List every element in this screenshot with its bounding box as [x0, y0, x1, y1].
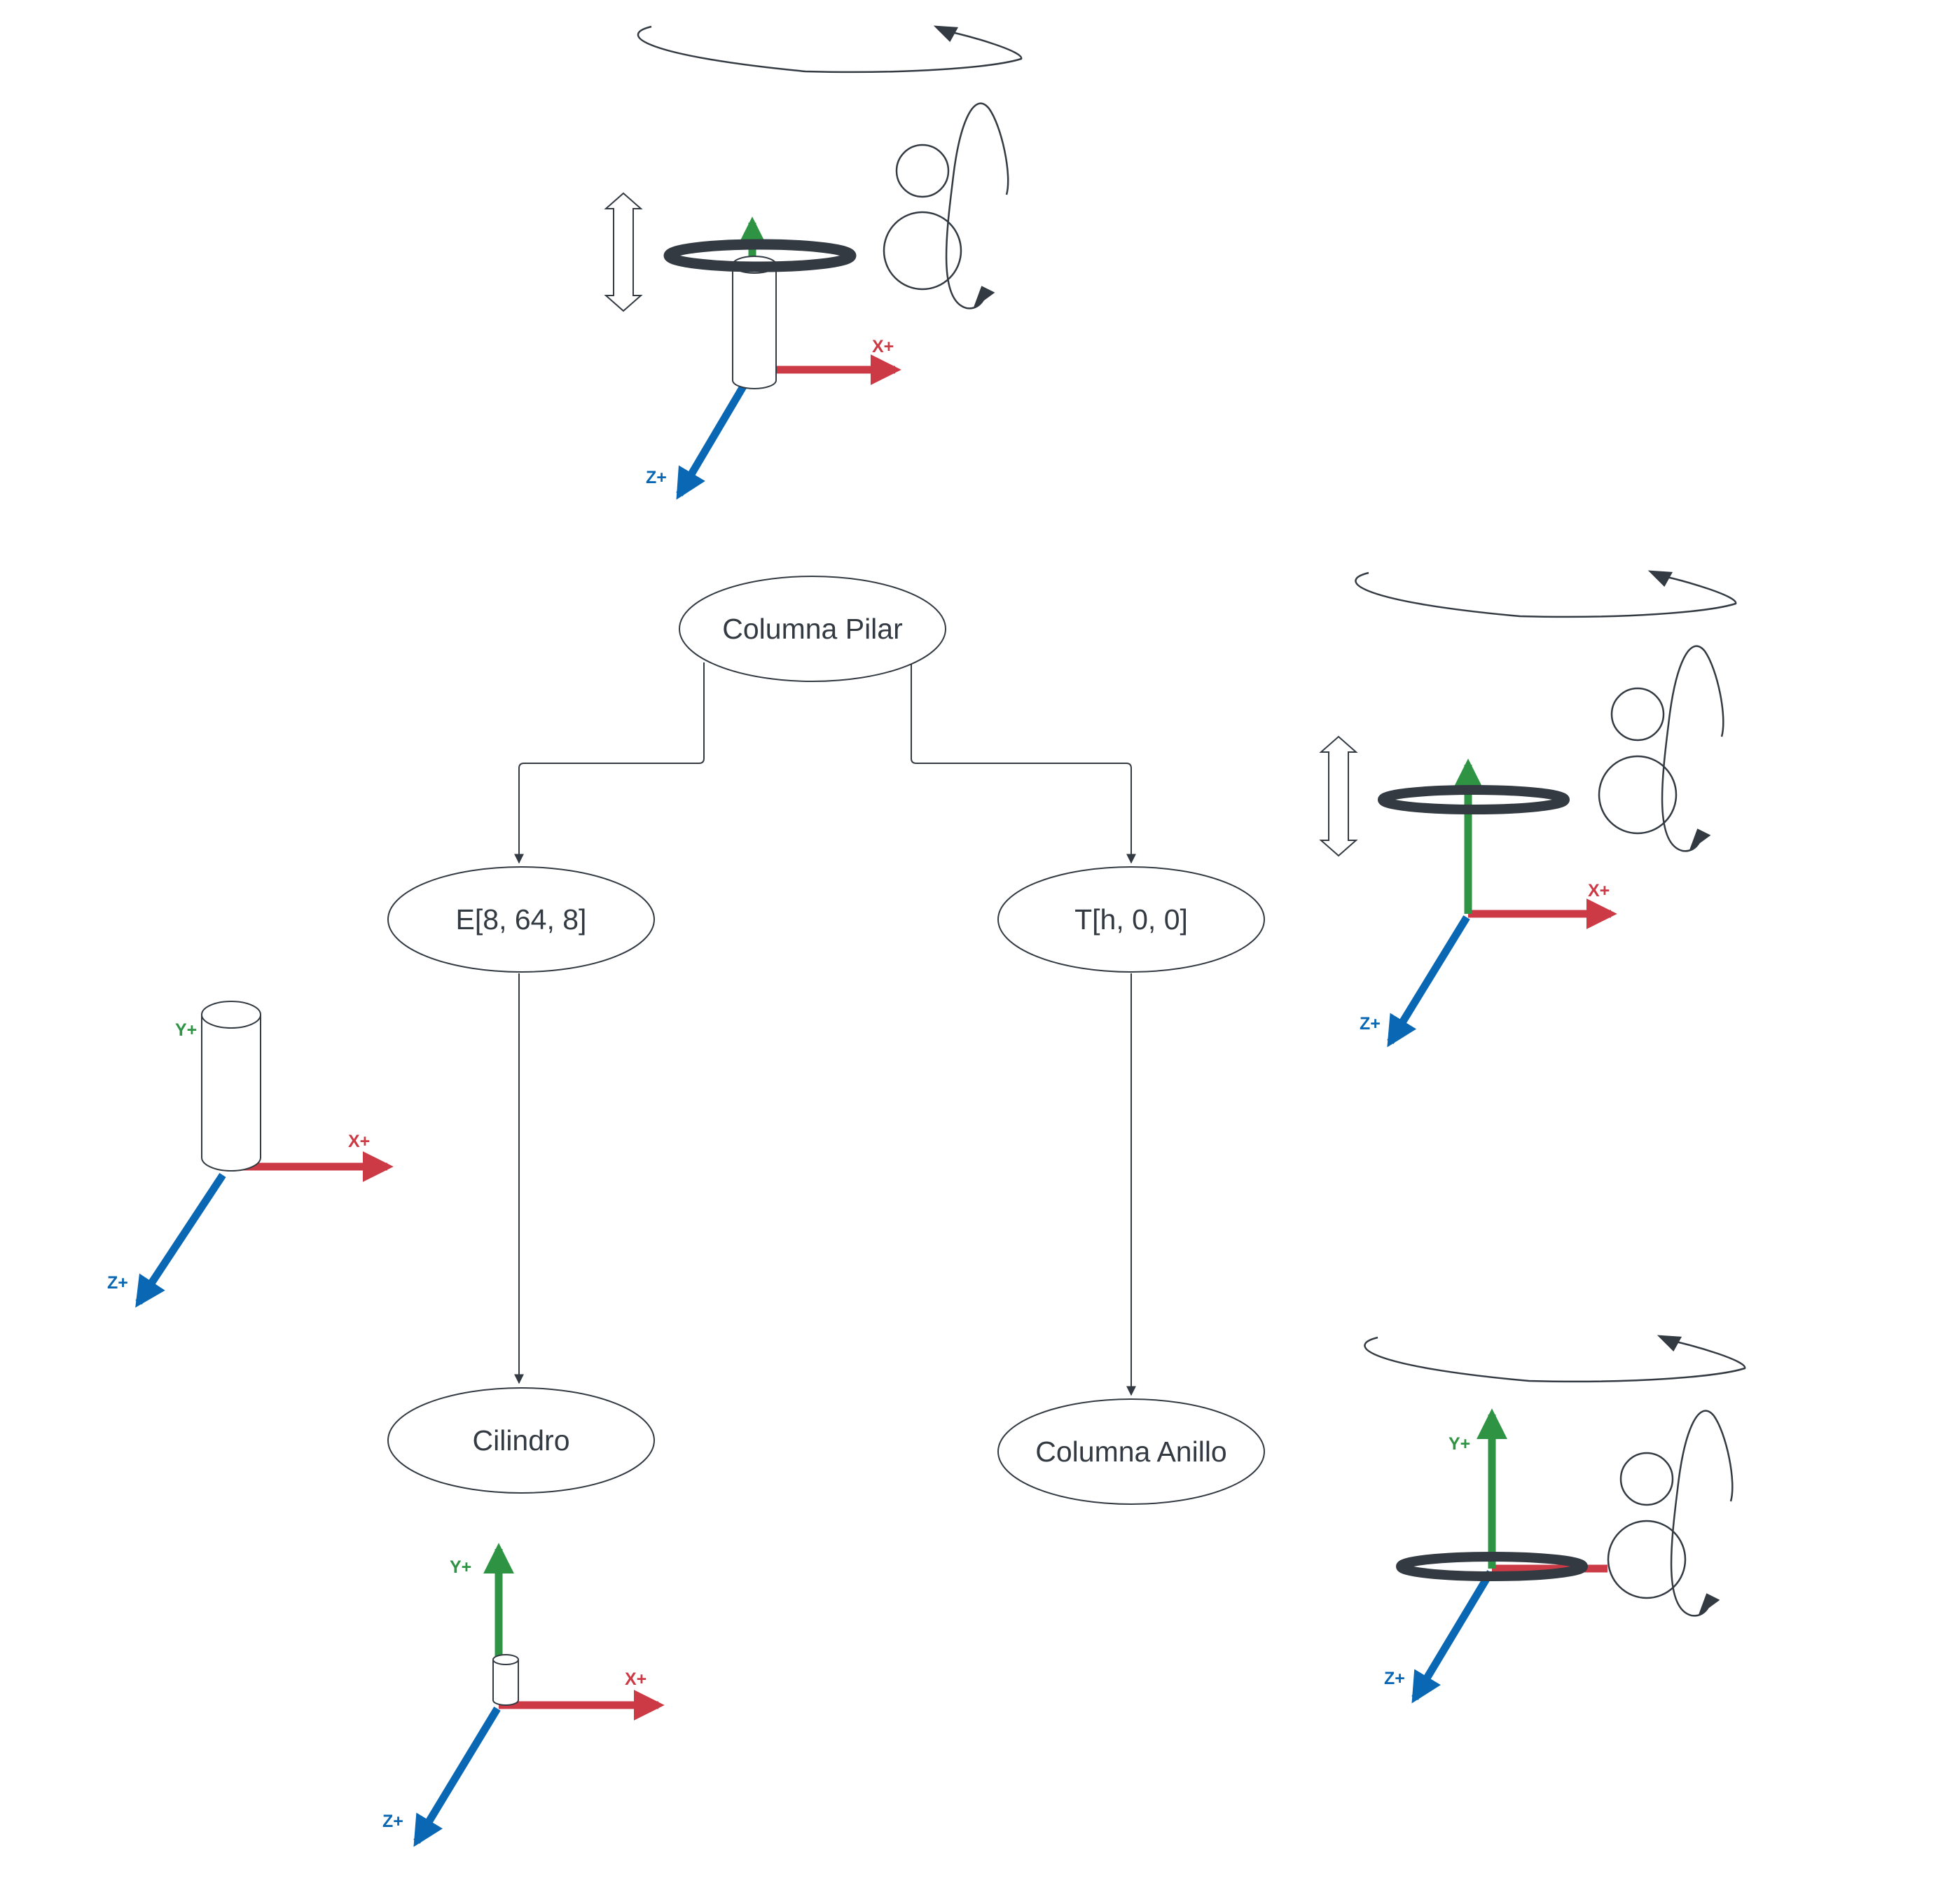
z-axis-label: Z+ — [107, 1273, 128, 1293]
illustration-ring-origin: Y+ Z+ — [1364, 1335, 1746, 1704]
connector-root-to-translate — [911, 662, 1136, 864]
node-scale: E[8, 64, 8] — [387, 866, 655, 973]
node-label: Columna Pilar — [722, 613, 903, 645]
rotation-arrow-icon — [637, 25, 1023, 310]
illustration-ring-raised: X+ Z+ — [1319, 570, 1737, 1048]
node-cilindro: Cilindro — [387, 1387, 655, 1494]
node-columna-anillo: Columna Anillo — [997, 1398, 1265, 1505]
double-arrow-icon — [604, 192, 643, 312]
connector-root-to-scale — [514, 662, 705, 864]
torus-ring-icon — [1396, 1552, 1588, 1581]
cylinder-icon — [201, 1001, 261, 1172]
axis-gizmo-icon — [135, 1151, 394, 1308]
y-axis-label: Y+ — [175, 1020, 197, 1040]
illustration-pillar-column: X+ Z+ — [604, 25, 1023, 500]
x-axis-label: X+ — [348, 1132, 370, 1151]
torus-ring-icon — [1378, 785, 1570, 814]
double-arrow-icon — [1319, 735, 1358, 857]
rotation-arrow-icon — [1355, 570, 1737, 852]
cylinder-icon — [492, 1654, 519, 1706]
node-label: T[h, 0, 0] — [1074, 903, 1188, 936]
tree-connectors — [514, 662, 1136, 1396]
axis-gizmo-icon — [1411, 1408, 1607, 1704]
node-translate: T[h, 0, 0] — [997, 866, 1265, 973]
z-axis-label: Z+ — [646, 468, 667, 487]
node-label: Columna Anillo — [1035, 1436, 1227, 1468]
node-label: E[8, 64, 8] — [456, 903, 587, 936]
node-columna-pilar: Columna Pilar — [679, 576, 946, 682]
x-axis-label: X+ — [625, 1669, 647, 1689]
x-axis-label: X+ — [872, 337, 894, 356]
node-label: Cilindro — [473, 1424, 570, 1457]
cylinder-icon — [732, 256, 777, 389]
rotation-arrow-icon — [1364, 1335, 1746, 1617]
axis-gizmo-icon — [413, 1543, 665, 1847]
z-axis-label: Z+ — [1360, 1014, 1381, 1034]
z-axis-label: Z+ — [1384, 1669, 1405, 1688]
torus-ring-icon — [663, 239, 857, 272]
z-axis-label: Z+ — [382, 1812, 403, 1831]
illustration-small-cylinder: X+ Y+ Z+ — [382, 1543, 665, 1847]
y-axis-label: Y+ — [1448, 1434, 1470, 1454]
x-axis-label: X+ — [1588, 881, 1610, 901]
illustration-tall-cylinder: X+ Y+ Z+ — [107, 1001, 394, 1308]
y-axis-label: Y+ — [450, 1557, 471, 1577]
